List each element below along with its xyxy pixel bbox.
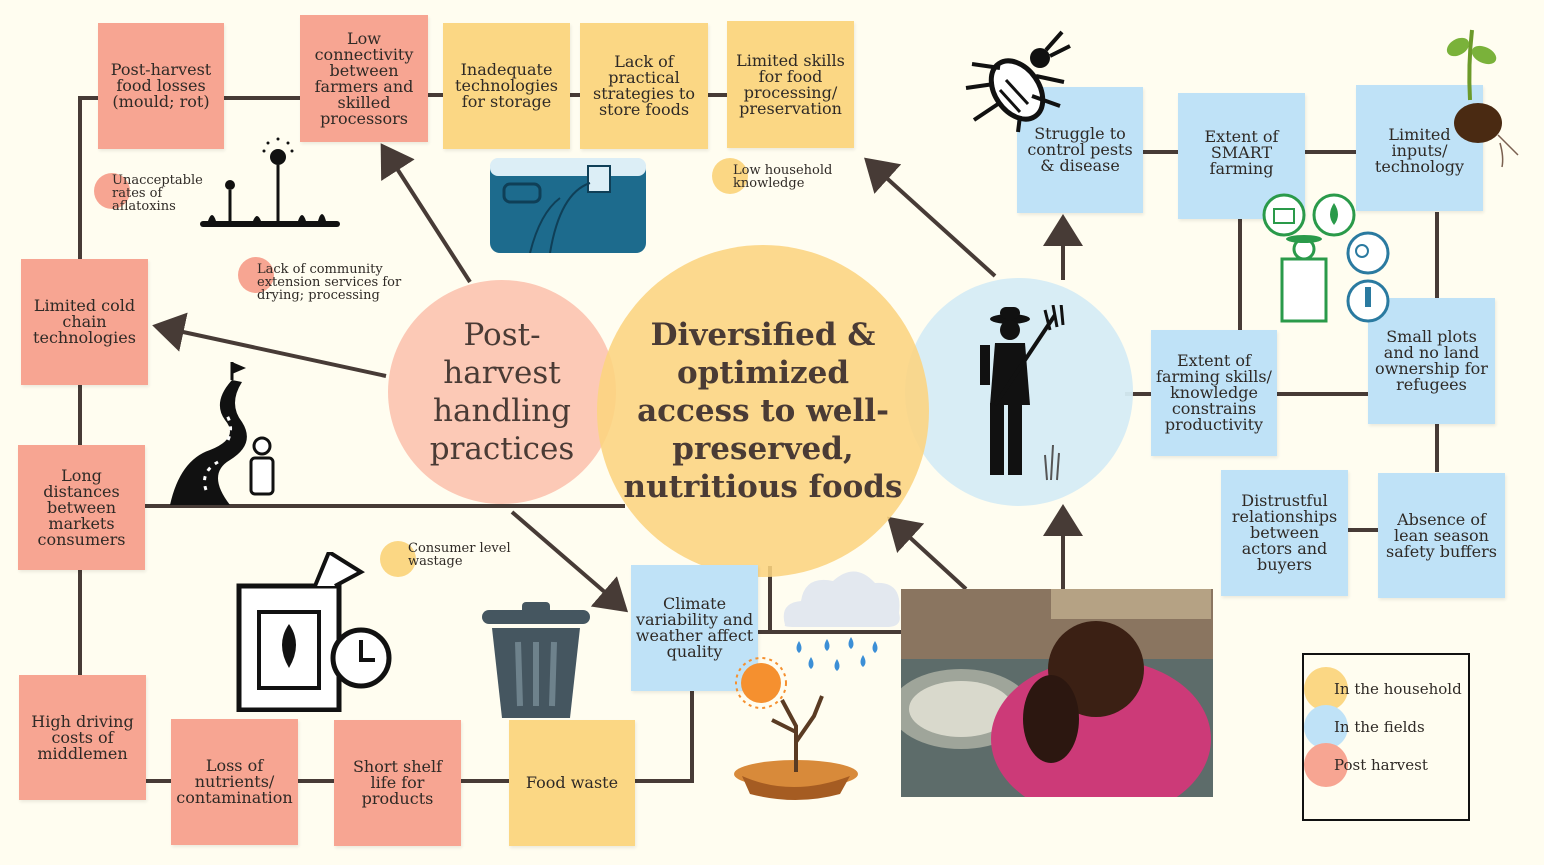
- main-goal-circle: Diversified & optimized access to well-p…: [597, 245, 929, 577]
- long-distances-label: Long distances between markets consumers: [37, 465, 126, 549]
- post-harvest-circle: Post-harvest handling practices: [388, 280, 616, 504]
- household-knowledge-note: Low household knowledge: [733, 163, 833, 191]
- high-driving-costs-label: High driving costs of middlemen: [31, 711, 134, 763]
- farming-skills-box: Extent of farming skills/ knowledge cons…: [1151, 330, 1277, 456]
- smart-farming-label: Extent of SMART farming: [1204, 127, 1279, 178]
- aflatoxins-dot: [94, 173, 130, 209]
- distrustful-label: Distrustful relationships between actors…: [1231, 491, 1338, 574]
- package-expiry-icon: [236, 552, 392, 712]
- inadequate-storage-box: Inadequate technologies for storage: [443, 23, 570, 149]
- main-goal-label: Diversified & optimized access to well-p…: [623, 317, 903, 505]
- legend-fields-label: In the fields: [1334, 718, 1425, 736]
- limited-skills-box: Limited skills for food processing/ pres…: [727, 21, 854, 148]
- inadequate-storage-label: Inadequate technologies for storage: [455, 60, 558, 111]
- lean-season-label: Absence of lean season safety buffers: [1386, 509, 1497, 561]
- low-connectivity-box: Low connectivity between farmers and ski…: [300, 15, 428, 142]
- legend-household: In the household: [1304, 667, 1462, 711]
- legend-household-label: In the household: [1334, 680, 1462, 698]
- household-knowledge-dot: [712, 158, 748, 194]
- legend-post-harvest-swatch: [1304, 743, 1348, 787]
- road-person-icon: [170, 362, 275, 505]
- post-harvest-circle-label: Post-harvest handling practices: [429, 317, 575, 467]
- loss-nutrients-label: Loss of nutrients/ contamination: [176, 756, 293, 807]
- climate-variability-box: Climate variability and weather affect q…: [631, 565, 758, 691]
- short-shelf-life-label: Short shelf life for products: [352, 757, 443, 808]
- extension-note: Lack of community extension services for…: [257, 262, 402, 303]
- child-eating-photo: [901, 589, 1213, 797]
- distrustful-box: Distrustful relationships between actors…: [1221, 470, 1348, 596]
- pests-disease-label: Struggle to control pests & disease: [1027, 124, 1133, 175]
- limited-cold-chain-label: Limited cold chain technologies: [33, 296, 136, 347]
- high-driving-costs-box: High driving costs of middlemen: [19, 675, 146, 800]
- legend-fields: In the fields: [1304, 705, 1425, 749]
- smart-farming-box: Extent of SMART farming: [1178, 93, 1305, 219]
- smart-farming-icon: [1262, 193, 1390, 323]
- photo-illustration: [901, 589, 1213, 797]
- farmer-icon: [980, 305, 1065, 481]
- legend-household-swatch: [1304, 667, 1348, 711]
- legend-fields-swatch: [1304, 705, 1348, 749]
- small-plots-label: Small plots and no land ownership for re…: [1375, 327, 1488, 394]
- loss-nutrients-box: Loss of nutrients/ contamination: [171, 719, 298, 845]
- low-connectivity-label: Low connectivity between farmers and ski…: [314, 28, 414, 128]
- post-harvest-losses-box: Post-harvest food losses (mould; rot): [98, 23, 224, 149]
- aflatoxins-note: Unacceptable rates of aflatoxins: [112, 173, 203, 214]
- legend: In the household In the fields Post harv…: [1302, 653, 1470, 821]
- limited-cold-chain-box: Limited cold chain technologies: [21, 259, 148, 385]
- lack-strategies-box: Lack of practical strategies to store fo…: [580, 23, 708, 149]
- lack-strategies-label: Lack of practical strategies to store fo…: [593, 52, 695, 119]
- extension-dot: [238, 257, 274, 293]
- farming-skills-label: Extent of farming skills/ knowledge cons…: [1156, 351, 1272, 434]
- limited-skills-label: Limited skills for food processing/ pres…: [736, 50, 845, 118]
- consumer-wastage-note: Consumer level wastage: [408, 541, 511, 569]
- sun-icon: [735, 657, 787, 709]
- bug-icon: [965, 30, 1071, 133]
- limited-inputs-box: Limited inputs/ technology: [1356, 85, 1483, 211]
- post-harvest-losses-label: Post-harvest food losses (mould; rot): [110, 60, 212, 111]
- small-plots-box: Small plots and no land ownership for re…: [1368, 298, 1495, 424]
- legend-post-harvest: Post harvest: [1304, 743, 1428, 787]
- cloud-rain-icon: [783, 571, 900, 671]
- food-waste-box: Food waste: [509, 720, 635, 846]
- aflatoxin-plants-icon: [200, 137, 340, 227]
- short-shelf-life-box: Short shelf life for products: [334, 720, 461, 846]
- trash-bin-icon: [482, 602, 590, 718]
- long-distances-box: Long distances between markets consumers: [18, 445, 145, 570]
- consumer-wastage-dot: [380, 541, 416, 577]
- dry-tree-icon: [734, 695, 858, 800]
- food-waste-label: Food waste: [525, 773, 619, 792]
- limited-inputs-label: Limited inputs/ technology: [1374, 125, 1465, 176]
- climate-variability-label: Climate variability and weather affect q…: [635, 594, 754, 661]
- lean-season-box: Absence of lean season safety buffers: [1378, 473, 1505, 598]
- legend-post-harvest-label: Post harvest: [1334, 756, 1428, 774]
- sprout-icon: [1446, 29, 1519, 168]
- freezer-icon: [490, 158, 646, 253]
